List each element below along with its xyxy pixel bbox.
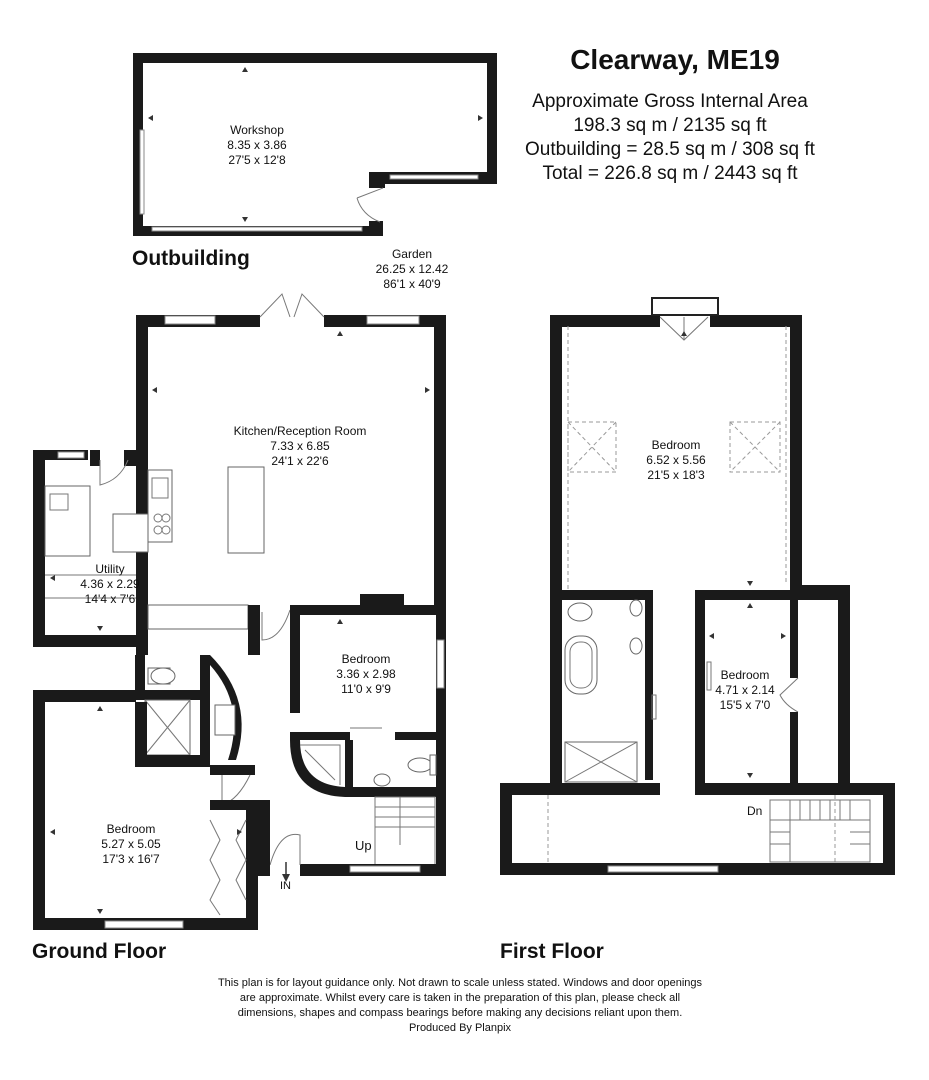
producer-credit: Produced By Planpix xyxy=(408,1022,512,1034)
room-imperial: 27'5 x 12'8 xyxy=(228,153,286,167)
room-imperial: 11'0 x 9'9 xyxy=(341,682,391,696)
room-name: Garden xyxy=(391,247,433,261)
room-name: Bedroom xyxy=(341,652,391,666)
room-metric: 6.52 x 5.56 xyxy=(646,453,706,467)
room-garden: Garden 26.25 x 12.42 86'1 x 40'9 xyxy=(376,247,449,292)
room-metric: 5.27 x 5.05 xyxy=(101,837,161,851)
room-bedroom-ff-2: Bedroom 4.71 x 2.14 15'5 x 7'0 xyxy=(715,668,774,713)
ground-floor-label: Ground Floor xyxy=(32,940,167,963)
room-metric: 7.33 x 6.85 xyxy=(270,439,330,453)
disclaimer-line: This plan is for layout guidance only. N… xyxy=(217,977,703,989)
stairs-up-label: Up xyxy=(355,838,372,853)
disclaimer-line: are approximate. Whilst every care is ta… xyxy=(239,992,681,1004)
room-kitchen-reception: Kitchen/Reception Room 7.33 x 6.85 24'1 … xyxy=(234,424,367,469)
outbuilding-plan xyxy=(133,53,497,236)
room-imperial: 15'5 x 7'0 xyxy=(719,698,771,712)
outbuilding-label: Outbuilding xyxy=(132,247,250,270)
entrance-label: IN xyxy=(280,880,291,892)
area-total: Total = 226.8 sq m / 2443 sq ft xyxy=(542,163,798,184)
room-imperial: 24'1 x 22'6 xyxy=(271,454,329,468)
area-main: 198.3 sq m / 2135 sq ft xyxy=(573,115,767,136)
stairs-down xyxy=(769,799,871,863)
room-metric: 4.71 x 2.14 xyxy=(715,683,775,697)
room-imperial: 21'5 x 18'3 xyxy=(647,468,705,482)
room-bedroom-gf-2: Bedroom 5.27 x 5.05 17'3 x 16'7 xyxy=(101,822,160,867)
area-outbuilding: Outbuilding = 28.5 sq m / 308 sq ft xyxy=(525,139,815,160)
room-name: Kitchen/Reception Room xyxy=(233,424,367,438)
room-name: Workshop xyxy=(230,123,284,137)
room-imperial: 14'4 x 7'6 xyxy=(84,592,136,606)
stairs-down-label: Dn xyxy=(747,804,763,818)
first-floor-plan xyxy=(500,297,895,875)
area-heading: Approximate Gross Internal Area xyxy=(532,91,808,112)
room-metric: 8.35 x 3.86 xyxy=(227,138,287,152)
disclaimer: This plan is for layout guidance only. N… xyxy=(180,976,740,1036)
room-metric: 4.36 x 2.29 xyxy=(80,577,140,591)
room-name: Bedroom xyxy=(106,822,156,836)
room-metric: 26.25 x 12.42 xyxy=(375,262,449,276)
area-summary: Approximate Gross Internal Area 198.3 sq… xyxy=(500,90,840,186)
room-workshop: Workshop 8.35 x 3.86 27'5 x 12'8 xyxy=(227,123,286,168)
room-imperial: 17'3 x 16'7 xyxy=(102,852,160,866)
stairs-up xyxy=(374,796,436,868)
room-bedroom-ff-1: Bedroom 6.52 x 5.56 21'5 x 18'3 xyxy=(646,438,705,483)
first-floor-label: First Floor xyxy=(500,940,604,963)
room-name: Utility xyxy=(95,562,125,576)
room-name: Bedroom xyxy=(720,668,770,682)
property-title: Clearway, ME19 xyxy=(570,44,780,75)
room-metric: 3.36 x 2.98 xyxy=(336,667,396,681)
ground-floor-plan xyxy=(33,293,446,930)
disclaimer-line: dimensions, shapes and compass bearings … xyxy=(237,1007,683,1019)
room-imperial: 86'1 x 40'9 xyxy=(383,277,441,291)
room-name: Bedroom xyxy=(651,438,701,452)
room-bedroom-gf-1: Bedroom 3.36 x 2.98 11'0 x 9'9 xyxy=(336,652,395,697)
room-utility: Utility 4.36 x 2.29 14'4 x 7'6 xyxy=(80,562,139,607)
